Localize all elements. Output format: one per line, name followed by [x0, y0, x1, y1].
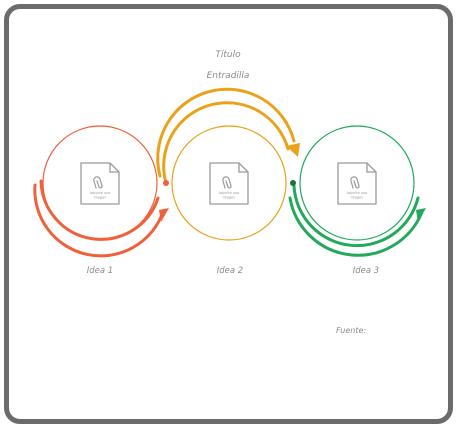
idea-3-circle	[299, 125, 415, 241]
placeholder-caption: Adjunte una	[219, 191, 240, 195]
idea-1-label: Idea 1	[86, 266, 114, 276]
idea-1-arrowhead	[159, 208, 169, 222]
placeholder-caption: Adjunte una	[90, 191, 111, 195]
placeholder-caption: imagen	[223, 196, 236, 200]
idea-2-outer-arc	[156, 87, 296, 178]
image-placeholder-icon: Adjunte una imagen	[80, 162, 120, 205]
image-placeholder-icon: Adjunte una imagen	[209, 162, 249, 205]
idea-1-outer-arc	[33, 183, 165, 258]
diagram-title: Título	[215, 50, 241, 60]
idea-2-arrowhead	[286, 143, 300, 157]
idea-2-inner-arc	[162, 101, 290, 185]
placeholder-caption: Adjunte una	[347, 191, 368, 195]
idea-3-group: Adjunte una imagen	[288, 125, 426, 257]
idea-2-label: Idea 2	[216, 266, 244, 276]
idea-3-label: Idea 3	[352, 266, 380, 276]
idea-3-arrowhead	[416, 208, 426, 222]
outer-frame	[4, 4, 453, 424]
idea-1-inner-arc	[39, 179, 160, 241]
image-placeholder-icon: Adjunte una imagen	[337, 162, 377, 205]
placeholder-caption: imagen	[94, 196, 107, 200]
idea-2-circle	[171, 125, 287, 241]
idea-3-outer-arc	[288, 196, 424, 257]
diagram-subtitle: Entradilla	[206, 71, 250, 81]
idea-1-group: Adjunte una imagen	[33, 125, 169, 258]
connector-dot-2	[290, 180, 296, 186]
connector-dot-1	[163, 180, 169, 186]
placeholder-caption: imagen	[351, 196, 364, 200]
idea-2-group: Adjunte una imagen	[156, 87, 300, 241]
idea-3-inner-arc	[292, 184, 420, 248]
source-label: Fuente:	[336, 326, 367, 335]
